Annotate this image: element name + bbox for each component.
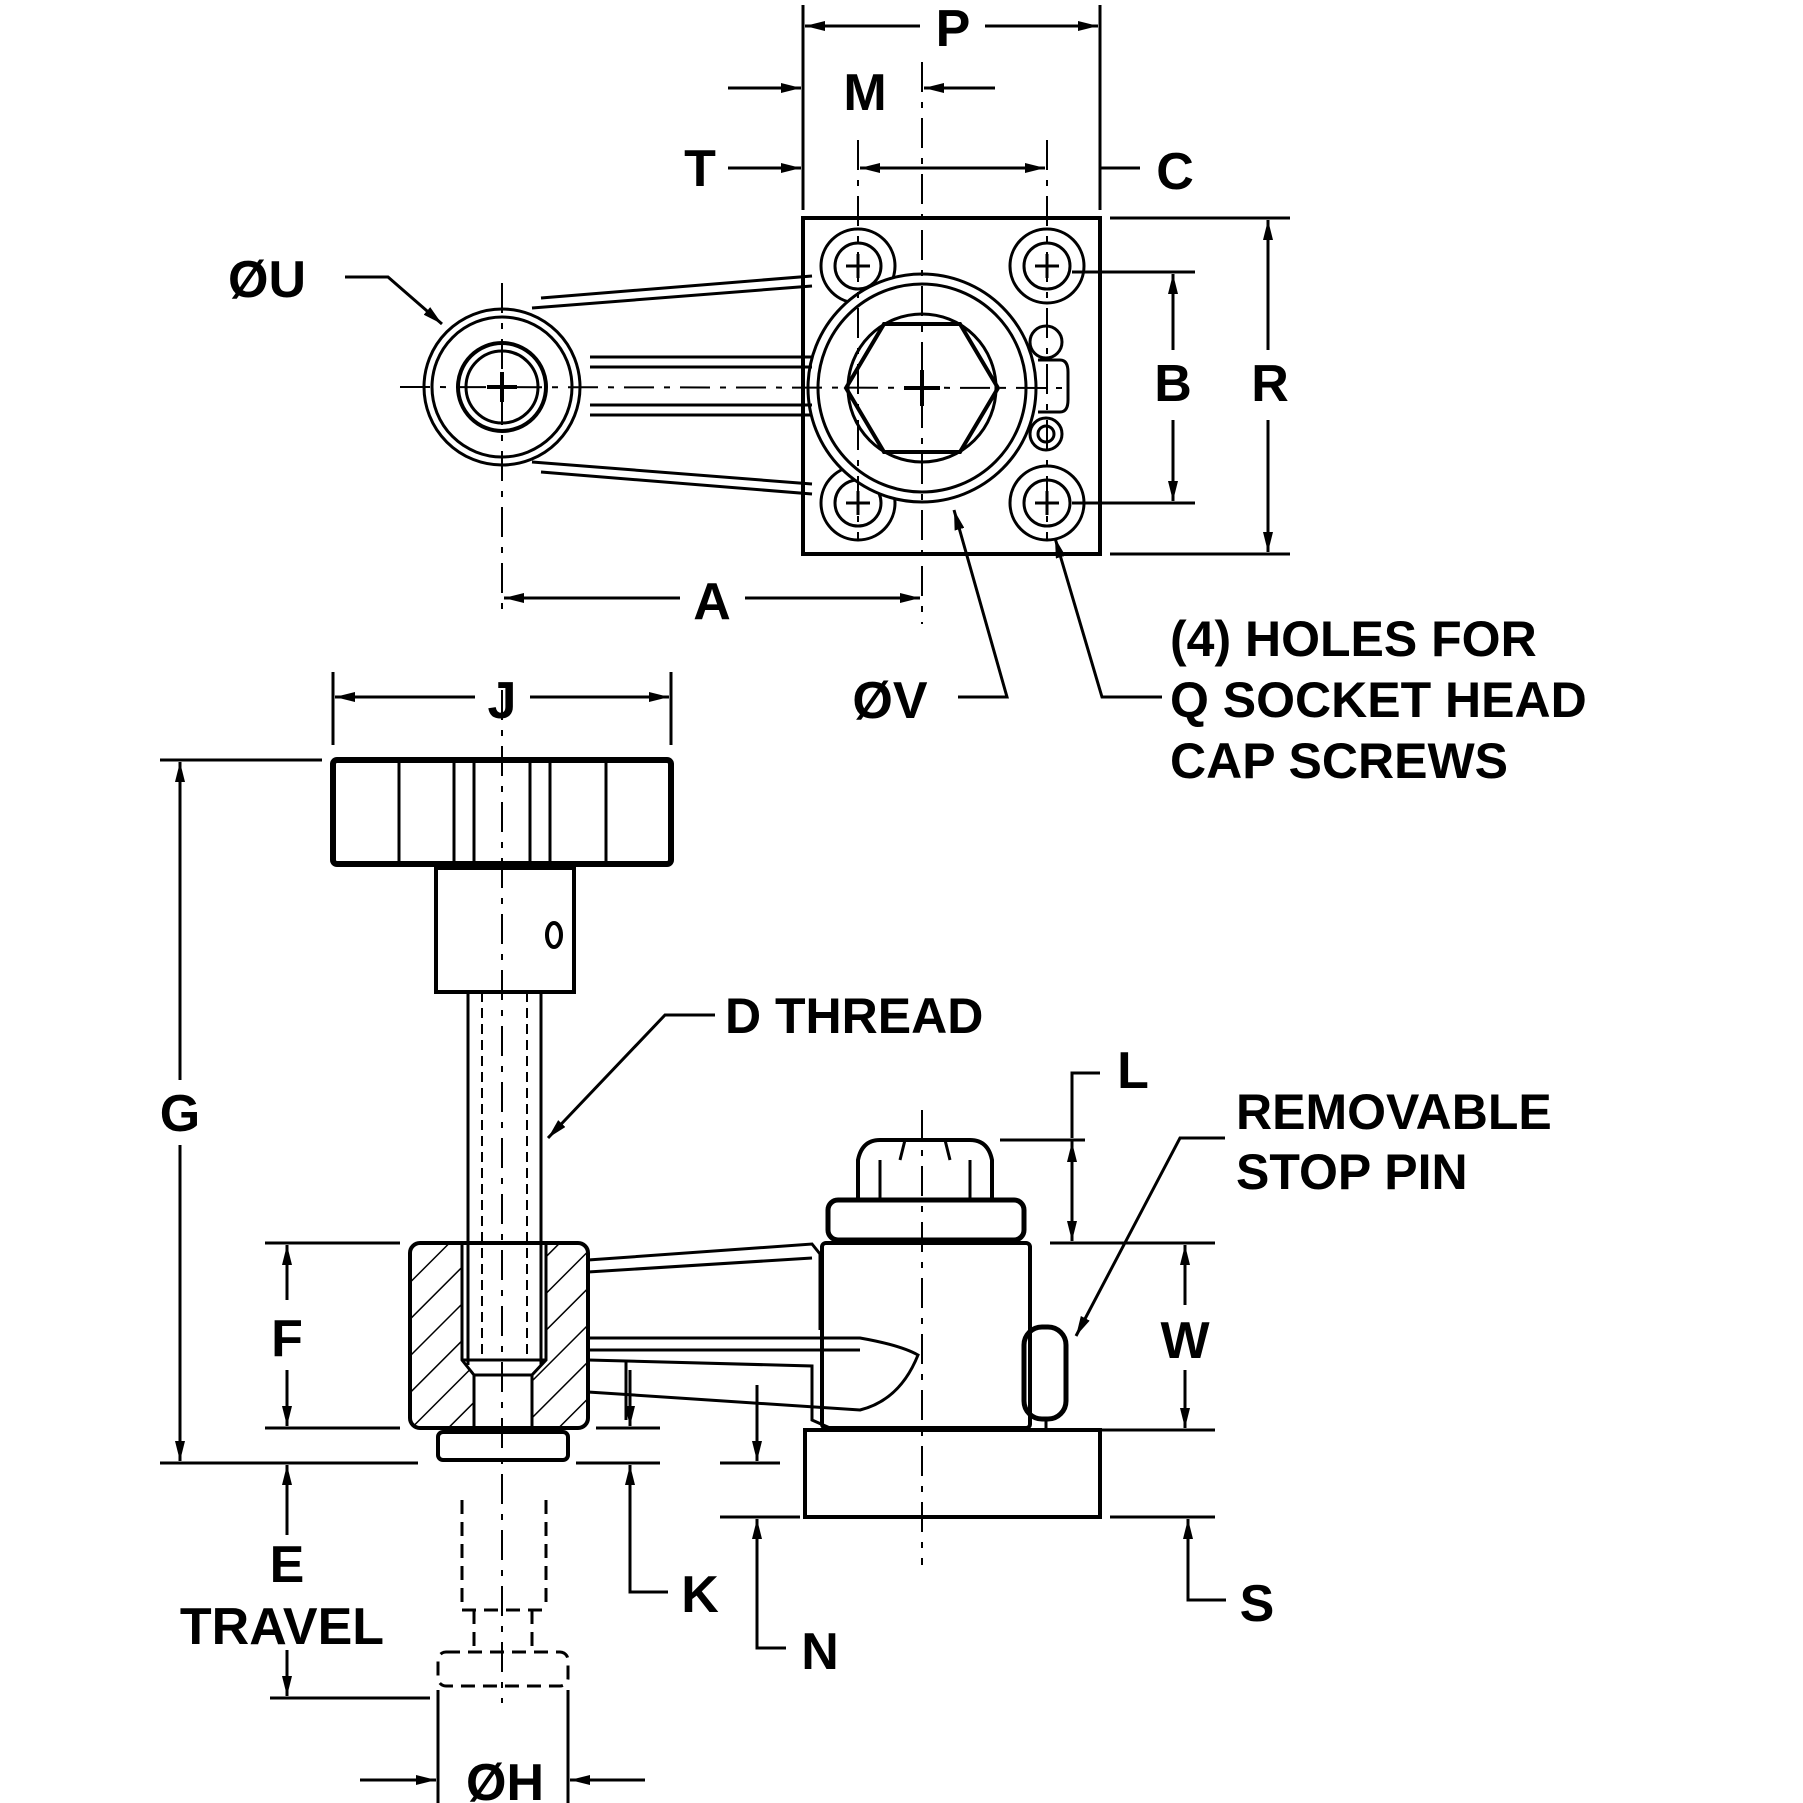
dim-label-C: C xyxy=(1156,143,1194,201)
stop-pin-label-line-2: STOP PIN xyxy=(1236,1144,1468,1200)
top-labels: P M T C ØU B R A ØV (4) HOLES FOR Q SOCK… xyxy=(228,0,1587,789)
dim-label-U: ØU xyxy=(228,251,306,309)
dim-label-G: G xyxy=(160,1085,200,1143)
travel-label: TRAVEL xyxy=(180,1598,384,1656)
stop-pin-label-line-1: REMOVABLE xyxy=(1236,1084,1552,1140)
dim-label-T: T xyxy=(684,140,716,198)
pivot-body xyxy=(820,1138,1069,1430)
V-letter: V xyxy=(893,672,928,730)
top-view xyxy=(422,216,1102,556)
dim-label-J: J xyxy=(488,672,517,730)
arm xyxy=(531,274,813,496)
arm-side xyxy=(587,1242,920,1430)
dim-label-E: E xyxy=(270,1536,305,1594)
dim-label-M: M xyxy=(843,64,886,122)
holes-note-line-1: (4) HOLES FOR xyxy=(1170,611,1537,667)
dim-label-N: N xyxy=(801,1623,839,1681)
screw xyxy=(466,992,543,1365)
holes-note-line-2: Q SOCKET HEAD xyxy=(1170,672,1587,728)
top-centerlines xyxy=(399,62,1071,624)
dim-label-S: S xyxy=(1240,1575,1275,1633)
dim-label-P: P xyxy=(936,0,971,58)
diameter-symbol: Ø xyxy=(228,251,268,309)
dim-label-K: K xyxy=(681,1566,719,1624)
H-letter: H xyxy=(506,1754,544,1803)
side-labels: J D THREAD L REMOVABLE STOP PIN G F W E … xyxy=(160,672,1552,1803)
dim-label-B: B xyxy=(1154,355,1192,413)
dim-label-L: L xyxy=(1117,1042,1149,1100)
side-dimensions xyxy=(160,672,1226,1803)
diameter-symbol: Ø xyxy=(466,1754,506,1803)
dim-label-A: A xyxy=(693,573,731,631)
dim-label-F: F xyxy=(271,1310,303,1368)
side-view xyxy=(330,757,1102,1688)
diameter-symbol: Ø xyxy=(852,672,892,730)
d-thread-label: D THREAD xyxy=(725,988,983,1044)
dim-label-H: ØH xyxy=(466,1754,544,1803)
holes-note-line-3: CAP SCREWS xyxy=(1170,733,1508,789)
dim-label-R: R xyxy=(1251,355,1289,413)
dim-label-W: W xyxy=(1160,1312,1210,1370)
dim-label-V: ØV xyxy=(852,672,927,730)
top-dimensions xyxy=(345,5,1290,699)
U-letter: U xyxy=(268,251,306,309)
body-section xyxy=(408,1241,590,1430)
side-centerlines xyxy=(501,690,923,1703)
base-plate-outline xyxy=(801,216,1102,556)
base-block xyxy=(803,1428,1102,1519)
